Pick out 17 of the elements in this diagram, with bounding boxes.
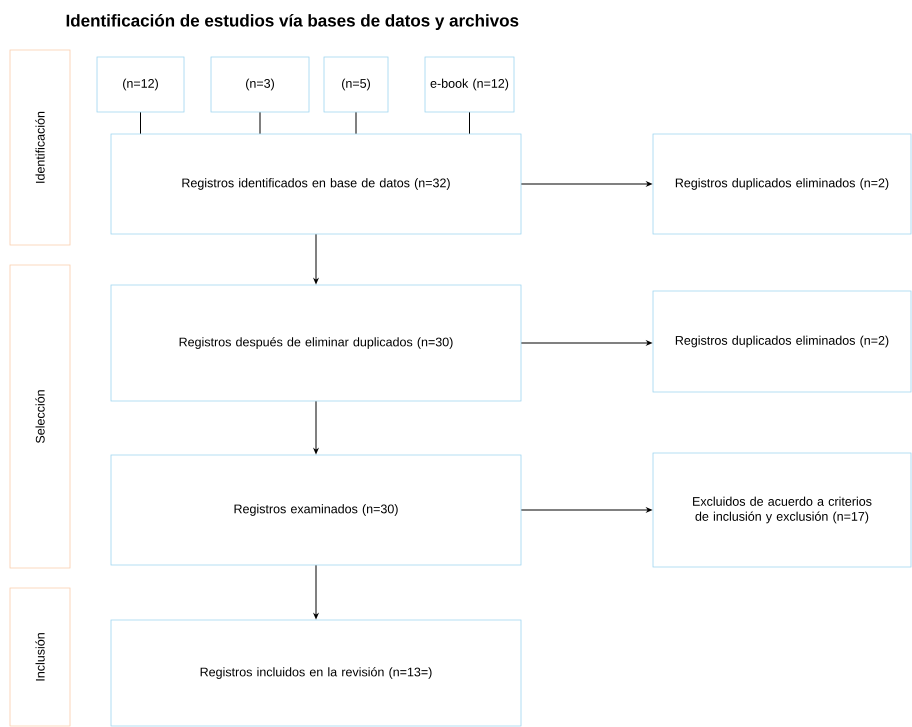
process-box: Registros identificados en base de datos (n=32) [110,134,522,234]
connector-line [140,112,141,134]
process-box: Registros incluidos en la revisión (n=13=) [110,620,522,726]
source-box: (n=5) [324,56,388,112]
source-box: (n=12) [96,56,184,112]
process-box: Registros examinados (n=30) [110,454,522,566]
stage-label: Identificación [10,50,70,246]
process-box: Excluidos de acuerdo a criterios de inclusión y exclusión (n=17) [652,452,912,568]
process-box: Registros duplicados eliminados (n=2) [652,290,912,392]
connector-line [469,112,470,134]
stage-label: Inclusión [10,588,70,726]
stage-label: Selección [10,264,70,568]
source-box: (n=3) [210,56,310,112]
title: Identificación de estudios vía bases de datos y archivos [66,14,518,30]
process-box: Registros duplicados eliminados (n=2) [652,134,912,234]
process-box: Registros después de eliminar duplicados (n=30) [110,284,522,402]
source-box: e-book (n=12) [424,56,514,112]
